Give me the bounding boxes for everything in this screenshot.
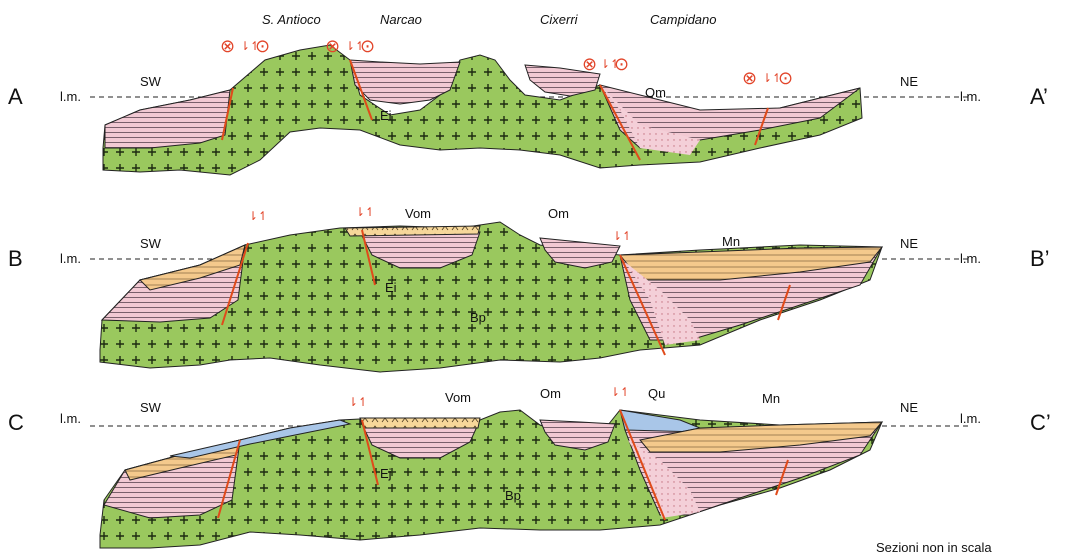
place-campidano: Campidano bbox=[650, 12, 717, 27]
footer-note: Sezioni non in scala bbox=[876, 540, 992, 555]
direction-sw-c: SW bbox=[140, 400, 162, 415]
unit-om-c: Om bbox=[540, 386, 561, 401]
sea-level-label-a-right: l.m. bbox=[960, 89, 981, 104]
unit-ei-b: Ei bbox=[385, 280, 397, 295]
section-b-start-label: B bbox=[8, 246, 23, 271]
fault-motion-dot-icon-a3: ⊙ bbox=[614, 54, 629, 74]
eocene-basin-left-a bbox=[105, 90, 230, 148]
unit-mn-c: Mn bbox=[762, 391, 780, 406]
place-narcao: Narcao bbox=[380, 12, 422, 27]
unit-vom-c: Vom bbox=[445, 390, 471, 405]
section-c: C C’ l.m. l.m. SW NE Vom Om Qu Mn Ej Bp … bbox=[8, 385, 1051, 548]
section-a: A A’ l.m. l.m. SW NE S. Antioco Narcao C… bbox=[8, 12, 1048, 175]
direction-ne-c: NE bbox=[900, 400, 918, 415]
section-b: B B’ l.m. l.m. SW NE Vom Om Mn Ei Bp ⇂↿ … bbox=[8, 205, 1050, 372]
direction-sw-b: SW bbox=[140, 236, 162, 251]
unit-ej-c: Ej bbox=[380, 466, 392, 481]
section-c-end-label: C’ bbox=[1030, 410, 1051, 435]
direction-sw-a: SW bbox=[140, 74, 162, 89]
sea-level-label-a-left: l.m. bbox=[60, 89, 81, 104]
fault-slip-icon-b1: ⇂↿ bbox=[248, 209, 268, 223]
fault-motion-cross-icon-a3: ⊗ bbox=[582, 54, 597, 74]
sea-level-label-b-left: l.m. bbox=[60, 251, 81, 266]
sea-level-label-c-left: l.m. bbox=[60, 411, 81, 426]
section-b-end-label: B’ bbox=[1030, 246, 1050, 271]
unit-bp-b: Bp bbox=[470, 310, 486, 325]
fault-slip-icon-b3: ⇂↿ bbox=[612, 229, 632, 243]
fault-motion-cross-icon-a4: ⊗ bbox=[742, 68, 757, 88]
fault-motion-cross-icon-a1: ⊗ bbox=[220, 36, 235, 56]
fault-slip-icon-c2: ⇂↿ bbox=[610, 385, 630, 399]
fault-slip-icon-b2: ⇂↿ bbox=[355, 205, 375, 219]
volcanic-cover-b bbox=[345, 226, 480, 236]
section-c-start-label: C bbox=[8, 410, 24, 435]
unit-om-a: Om bbox=[645, 85, 666, 100]
direction-ne-b: NE bbox=[900, 236, 918, 251]
direction-ne-a: NE bbox=[900, 74, 918, 89]
fault-slip-icon-c1: ⇂↿ bbox=[348, 395, 368, 409]
sea-level-label-b-right: l.m. bbox=[960, 251, 981, 266]
fault-motion-dot-icon-a1: ⊙ bbox=[255, 36, 270, 56]
unit-qu-c: Qu bbox=[648, 386, 665, 401]
unit-om-b: Om bbox=[548, 206, 569, 221]
fault-motion-dot-icon-a4: ⊙ bbox=[778, 68, 793, 88]
unit-vom-b: Vom bbox=[405, 206, 431, 221]
place-cixerri: Cixerri bbox=[540, 12, 579, 27]
place-s-antioco: S. Antioco bbox=[262, 12, 321, 27]
section-a-end-label: A’ bbox=[1030, 84, 1048, 109]
section-a-start-label: A bbox=[8, 84, 23, 109]
unit-bp-c: Bp bbox=[505, 488, 521, 503]
fault-motion-cross-icon-a2: ⊗ bbox=[325, 36, 340, 56]
sea-level-label-c-right: l.m. bbox=[960, 411, 981, 426]
fault-motion-dot-icon-a2: ⊙ bbox=[360, 36, 375, 56]
unit-mn-b: Mn bbox=[722, 234, 740, 249]
volcanic-cover-c bbox=[360, 418, 480, 428]
unit-ei-a: Ei bbox=[380, 108, 392, 123]
